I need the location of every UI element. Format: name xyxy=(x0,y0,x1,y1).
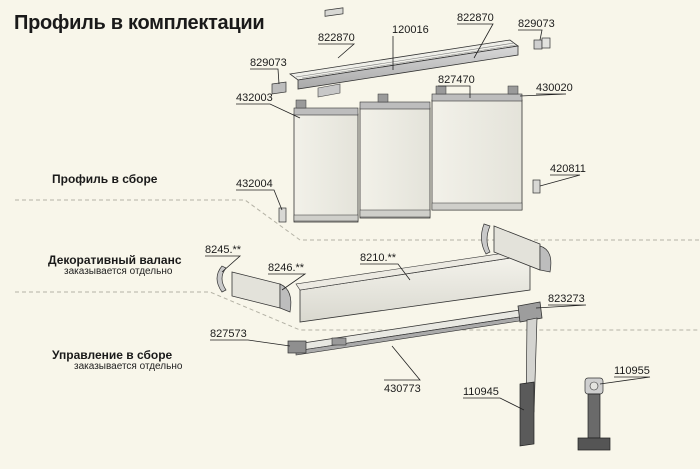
part-label-822870-right: 822870 xyxy=(457,12,494,24)
part-label-8246: 8246.** xyxy=(268,262,305,274)
part-label-432003: 432003 xyxy=(236,92,273,104)
divider-bottom xyxy=(15,291,700,331)
part-label-8245: 8245.** xyxy=(205,244,242,256)
section-title-control: Управление в сборе xyxy=(52,348,173,362)
panel-3 xyxy=(431,85,523,211)
panel-2 xyxy=(359,93,431,219)
control-carrier xyxy=(331,337,347,346)
part-label-110955: 110955 xyxy=(614,365,650,377)
control-head-823273 xyxy=(517,301,543,323)
part-label-420811: 420811 xyxy=(550,163,586,175)
part-label-432004: 432004 xyxy=(236,178,273,190)
control-end-827573 xyxy=(287,340,307,354)
weight-cap-432004 xyxy=(278,207,287,223)
valance-end-right xyxy=(481,223,552,273)
valance-8246 xyxy=(231,271,292,313)
endcap-829073-right xyxy=(533,37,551,50)
part-label-110945: 110945 xyxy=(463,386,499,398)
leader-lines xyxy=(205,23,651,411)
carrier-822870-left xyxy=(324,7,344,17)
part-label-822870-left: 822870 xyxy=(318,32,355,44)
top-rail-120016 xyxy=(288,39,520,98)
part-label-827573: 827573 xyxy=(210,328,247,340)
part-label-430020: 430020 xyxy=(536,82,573,94)
part-label-430773: 430773 xyxy=(384,383,421,395)
section-title-profile-assembled: Профиль в сборе xyxy=(52,172,158,186)
part-label-827470: 827470 xyxy=(438,74,475,86)
valance-8210 xyxy=(295,249,531,323)
wand-110945 xyxy=(519,317,538,447)
valance-8245 xyxy=(216,265,227,293)
section-note-valance: заказывается отдельно xyxy=(64,266,173,277)
weight-cap-420811 xyxy=(532,179,541,194)
part-label-120016: 120016 xyxy=(392,24,429,36)
part-label-829073-left: 829073 xyxy=(250,57,287,69)
wand-holder-110955 xyxy=(577,377,611,451)
section-note-control: заказывается отдельно xyxy=(74,361,183,372)
endcap-829073-left xyxy=(271,81,287,95)
panel-1 xyxy=(293,99,359,223)
part-label-823273: 823273 xyxy=(548,293,585,305)
section-title-valance: Декоративный валанс xyxy=(48,253,182,267)
part-label-8210: 8210.** xyxy=(360,252,397,264)
page-title: Профиль в комплектации xyxy=(14,12,265,34)
part-label-829073-right: 829073 xyxy=(518,18,555,30)
